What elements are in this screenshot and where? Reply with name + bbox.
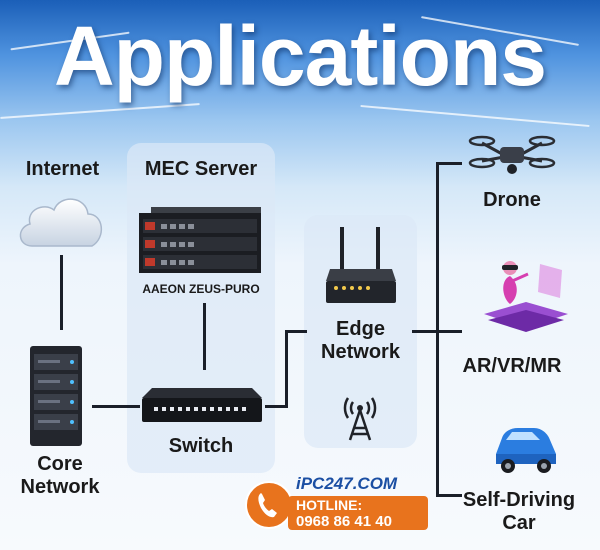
antenna-tower-icon	[343, 397, 377, 441]
internet-core-link	[60, 255, 63, 330]
drone-label: Drone	[483, 189, 541, 211]
self-driving-car-line1: Self-Driving	[462, 489, 576, 511]
edge-network-label: Edge Network	[304, 318, 417, 364]
self-driving-car-line2: Car	[502, 512, 536, 534]
light-streak	[360, 104, 590, 128]
core-network-line2: Network	[20, 476, 100, 498]
switch-icon	[142, 388, 262, 422]
switch-label: Switch	[168, 435, 234, 457]
hotline-box	[288, 496, 428, 530]
drone-icon	[468, 135, 556, 174]
arvrmr-label: AR/VR/MR	[462, 355, 562, 377]
server-rack-icon	[30, 346, 82, 446]
router-icon	[326, 227, 396, 303]
edge-network-line1: Edge	[336, 318, 385, 340]
light-streak	[0, 103, 200, 119]
brand-watermark: iPC247.COM	[296, 474, 398, 493]
bus-drone-link	[436, 162, 462, 165]
server-switch-link	[203, 303, 206, 370]
switch-edge-link-h1	[265, 405, 287, 408]
mec-server-device-icon	[139, 207, 261, 273]
bus-line	[436, 162, 439, 496]
vr-user-icon	[484, 261, 568, 332]
hotline-number: 0968 86 41 40	[296, 513, 392, 530]
bus-car-link	[436, 494, 462, 497]
car-icon	[496, 428, 556, 473]
page-title: Applications	[53, 9, 547, 103]
self-driving-car-label: Self-Driving Car	[450, 489, 588, 535]
mec-server-label: MEC Server	[144, 158, 258, 180]
core-network-line1: Core	[37, 453, 83, 475]
core-switch-link	[92, 405, 140, 408]
core-network-label: Core Network	[5, 453, 115, 499]
cloud-icon	[19, 198, 102, 247]
server-model-label: AAEON ZEUS-PURO	[142, 282, 260, 296]
edge-bus-link	[412, 330, 438, 333]
switch-edge-link-v	[285, 330, 288, 408]
phone-badge-icon	[245, 481, 293, 529]
edge-network-line2: Network	[321, 341, 400, 363]
switch-edge-link-h2	[285, 330, 307, 333]
bus-arvr-link	[436, 330, 462, 333]
internet-label: Internet	[25, 158, 100, 180]
hotline-label: HOTLINE:	[296, 497, 363, 513]
